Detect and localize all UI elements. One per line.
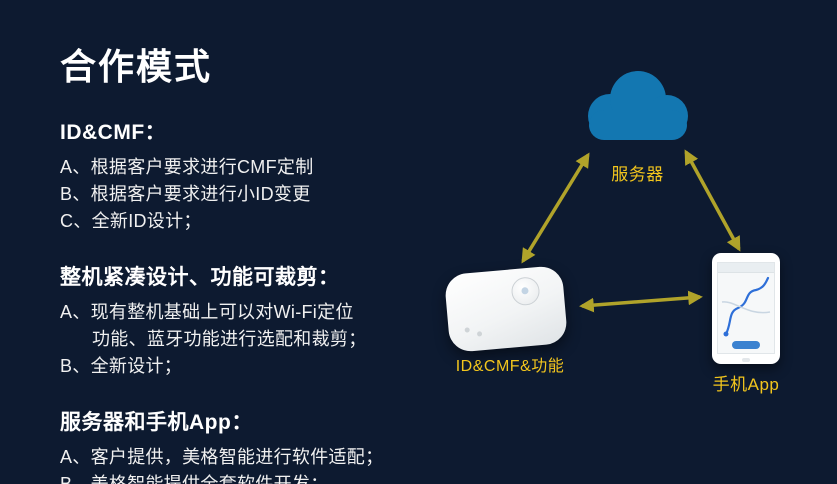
section-line: A、客户提供，美格智能进行软件适配； bbox=[60, 447, 384, 467]
section-line: C、全新ID设计； bbox=[60, 211, 202, 231]
arrow-device-phone bbox=[579, 290, 703, 313]
device-button-dot bbox=[521, 286, 529, 295]
section-server-app: 服务器和手机App： A、客户提供，美格智能进行软件适配； B、美格智能提供全套… bbox=[60, 406, 460, 484]
device-button-icon bbox=[510, 276, 541, 307]
page-title: 合作模式 bbox=[60, 46, 213, 87]
section-line: A、现有整机基础上可以对Wi-Fi定位 bbox=[60, 302, 354, 322]
phone-map-button bbox=[732, 341, 760, 349]
device-led-icon bbox=[464, 327, 470, 333]
device-label: ID&CMF&功能 bbox=[455, 358, 565, 375]
section-line: B、美格智能提供全套软件开发； bbox=[60, 474, 329, 484]
section-heading: 服务器和手机App： bbox=[60, 411, 253, 434]
map-route-icon bbox=[721, 276, 771, 337]
phone-illustration bbox=[712, 253, 780, 364]
device-led-icon bbox=[476, 331, 483, 337]
section-heading: 整机紧凑设计、功能可裁剪： bbox=[60, 266, 340, 289]
phone-home-button-icon bbox=[742, 358, 750, 362]
text-column: 合作模式 ID&CMF： A、根据客户要求进行CMF定制 B、根据客户要求进行小… bbox=[60, 38, 460, 484]
section-line: B、根据客户要求进行小ID变更 bbox=[60, 184, 311, 204]
section-line: B、全新设计； bbox=[60, 356, 183, 376]
section-compact-design: 整机紧凑设计、功能可裁剪： A、现有整机基础上可以对Wi-Fi定位 功能、蓝牙功… bbox=[60, 261, 460, 380]
section-line: A、根据客户要求进行CMF定制 bbox=[60, 157, 314, 177]
section-line: 功能、蓝牙功能进行选配和裁剪； bbox=[92, 329, 367, 349]
section-id-cmf: ID&CMF： A、根据客户要求进行CMF定制 B、根据客户要求进行小ID变更 … bbox=[60, 116, 460, 235]
phone-screen-header bbox=[718, 263, 774, 273]
device-illustration bbox=[443, 265, 569, 353]
section-heading: ID&CMF： bbox=[60, 121, 167, 144]
server-cloud-icon bbox=[575, 66, 700, 151]
server-label: 服务器 bbox=[611, 165, 664, 184]
phone-screen bbox=[717, 262, 775, 354]
phone-label: 手机App bbox=[712, 375, 780, 394]
